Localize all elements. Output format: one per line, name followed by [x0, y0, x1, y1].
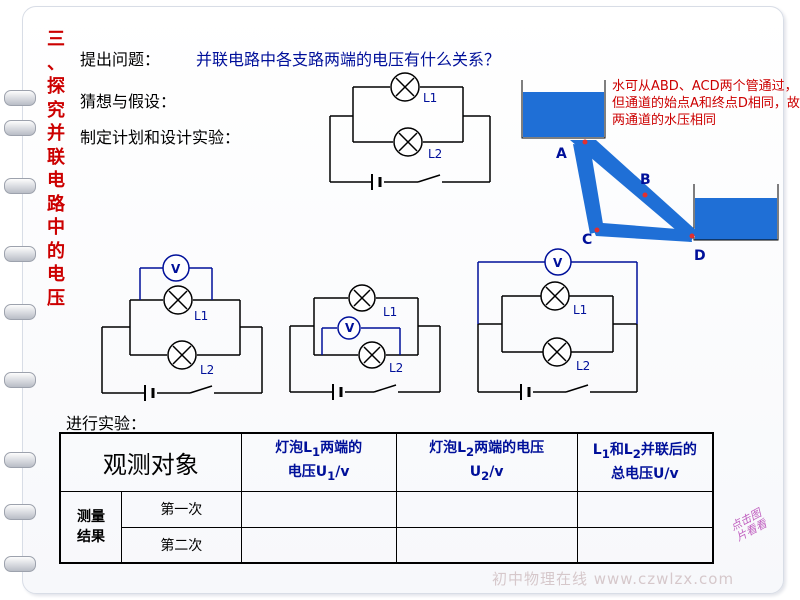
voltmeter-wires [321, 316, 401, 355]
observation-table: 观测对象 灯泡L1两端的 电压U1/v 灯泡L2两端的电压 U2/v L1和L2… [59, 432, 714, 564]
voltmeter-label: V [553, 256, 563, 270]
title-char: 路 [47, 193, 65, 215]
measure-label-line: 测量 [77, 508, 105, 525]
circuit-voltmeter-l1 [101, 285, 263, 401]
header-text: 总电压U/v [611, 466, 679, 483]
lamp-label: L2 [389, 361, 403, 375]
watermark: 初中物理在线 www.czwlzx.com [492, 570, 735, 588]
header-sub: 1 [327, 469, 336, 484]
header-sub: 2 [481, 469, 490, 484]
step-hypothesis: 猜想与假设： [80, 92, 177, 111]
binder-ring [4, 556, 36, 572]
lamp-label: L2 [200, 363, 214, 377]
title-char: 并 [47, 123, 65, 144]
point-label-b: B [640, 172, 651, 188]
voltmeter-wires [139, 254, 213, 300]
point-label-a: A [556, 146, 567, 162]
step-propose-label: 提出问题： [80, 50, 161, 69]
header-u2: 灯泡L2两端的电压 U2/v [395, 432, 578, 492]
header-u-total: L1和L2并联后的 总电压U/v [576, 432, 714, 492]
binder-ring [4, 246, 36, 262]
step-plan: 制定计划和设计实验： [80, 128, 241, 147]
table-header-row: 观测对象 灯泡L1两端的 电压U1/v 灯泡L2两端的电压 U2/v L1和L2… [59, 432, 714, 492]
table-row: 第二次 [60, 526, 714, 564]
step-experiment: 进行实验： [66, 414, 147, 433]
measure-label-line: 结果 [77, 528, 105, 545]
point-label-d: D [694, 248, 706, 264]
header-text: 两端的电压 [474, 440, 545, 457]
water-analogy-diagram [521, 80, 779, 242]
row-label: 第二次 [121, 526, 242, 564]
title-char: 探 [47, 76, 65, 97]
title-char: 三 [47, 29, 65, 50]
row-label: 第一次 [121, 490, 242, 528]
circuit-voltmeter-total [477, 281, 638, 400]
voltmeter-wires [477, 248, 638, 324]
header-sub: 1 [312, 445, 321, 460]
title-char: 、 [47, 52, 65, 74]
circuit-voltmeter-l2 [289, 284, 441, 400]
title-char: 的 [47, 240, 65, 262]
header-u1: 灯泡L1两端的 电压U1/v [240, 432, 397, 492]
water-analogy-note: 水可从ABD、ACD两个管通过，但通道的始点A和终点D相同，故两通道的水压相同 [612, 79, 800, 128]
lamp-label: L1 [194, 309, 208, 323]
title-char: 电 [47, 170, 65, 191]
lamp-label: L2 [576, 359, 590, 373]
cell-u1-trial1[interactable] [240, 490, 397, 528]
cell-u-trial1[interactable] [576, 490, 714, 528]
cell-u2-trial1[interactable] [395, 490, 578, 528]
binder-ring [4, 90, 36, 106]
section-title: 三 、 探 究 并 联 电 路 中 的 电 压 [38, 28, 74, 310]
voltmeter-label: V [171, 262, 181, 276]
lamp-label: L1 [383, 305, 397, 319]
lamp-label: L1 [573, 303, 587, 317]
header-object: 观测对象 [59, 432, 242, 492]
header-text: /v [335, 464, 350, 481]
header-text: 灯泡L [275, 440, 313, 457]
binder-ring [4, 452, 36, 468]
header-text: 灯泡L [429, 440, 467, 457]
header-text: 电压U [287, 464, 328, 481]
header-text: 并联后的 [640, 442, 697, 459]
cell-u1-trial2[interactable] [240, 526, 397, 564]
title-char: 联 [47, 146, 65, 168]
measure-result-label: 测量 结果 [59, 490, 122, 564]
lamp-label: L2 [428, 147, 442, 161]
header-text: U [469, 464, 482, 481]
header-text: 两端的 [320, 440, 363, 457]
title-char: 究 [47, 99, 65, 121]
header-text: L [592, 442, 602, 459]
title-char: 中 [47, 217, 65, 238]
header-sub: 2 [632, 447, 641, 462]
point-label-c: C [582, 232, 592, 248]
binder-ring [4, 372, 36, 388]
header-sub: 1 [601, 447, 610, 462]
header-text: /v [489, 464, 504, 481]
header-sub: 2 [466, 445, 475, 460]
title-char: 压 [47, 287, 65, 309]
lamp-label: L1 [423, 91, 437, 105]
cell-u-trial2[interactable] [576, 526, 714, 564]
binder-ring [4, 504, 36, 520]
binder-ring [4, 304, 36, 320]
cell-u2-trial2[interactable] [395, 526, 578, 564]
parallel-circuit-diagram [329, 72, 491, 190]
header-text: 和L [609, 442, 633, 459]
title-char: 电 [47, 264, 65, 285]
header-object-text: 观测对象 [102, 450, 199, 479]
binder-ring [4, 178, 36, 194]
table-row: 测量 结果 第一次 [59, 490, 714, 564]
voltmeter-label: V [345, 321, 355, 335]
binder-ring [4, 120, 36, 136]
research-question: 并联电路中各支路两端的电压有什么关系？ [196, 50, 501, 69]
